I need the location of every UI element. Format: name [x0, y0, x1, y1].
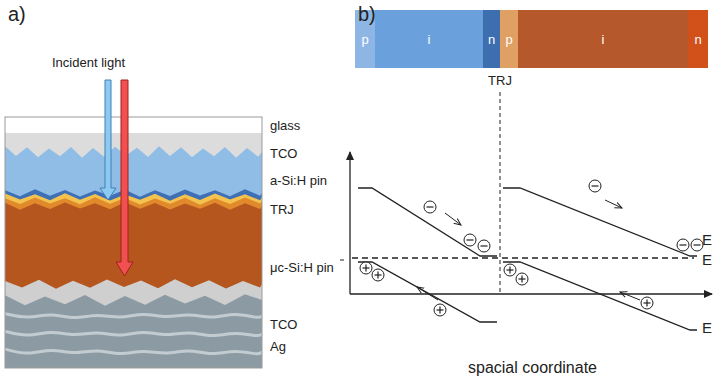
- silver-texture: [5, 314, 262, 318]
- layer-letter: p: [505, 32, 512, 47]
- cell-layer: [5, 189, 262, 368]
- layer-segment: i: [375, 10, 483, 68]
- energy-label: E: [702, 320, 712, 335]
- layer-segment: n: [483, 10, 500, 68]
- charge-carriers: [360, 180, 703, 316]
- electron-symbol: [478, 240, 490, 252]
- arrow-label: Incident light: [52, 56, 125, 69]
- hole-symbol: [372, 269, 384, 281]
- y-axis: [349, 152, 350, 294]
- light-arrow-red: [116, 80, 133, 276]
- cell-layer: [5, 117, 262, 368]
- silver-texture: [5, 349, 262, 354]
- tick: [340, 260, 344, 261]
- cell-layer: [5, 279, 262, 368]
- silver-texture: [5, 331, 262, 335]
- cell-layer: [5, 133, 262, 368]
- layer-letter: n: [488, 32, 495, 47]
- layer-name: μc-Si:H pin: [270, 261, 334, 274]
- cell-layer: [5, 294, 262, 368]
- electron-symbol: [464, 234, 476, 246]
- layer-letter: i: [428, 32, 431, 47]
- electron-symbol: [677, 239, 689, 251]
- hole-symbol: [360, 262, 372, 274]
- panel-letter: a): [8, 4, 26, 24]
- layer-name: Ag: [270, 340, 286, 353]
- layer-letter: p: [361, 32, 368, 47]
- hole-symbol: [641, 297, 653, 309]
- layer-name: a-Si:H pin: [270, 174, 327, 187]
- hole-symbol: [516, 273, 528, 285]
- layer-segment: p: [500, 10, 518, 68]
- layer-letter: i: [602, 32, 605, 47]
- layer-name: glass: [270, 119, 300, 132]
- layer-segment: i: [518, 10, 688, 68]
- panel-letter: b): [358, 4, 376, 24]
- junction-label: TRJ: [488, 74, 512, 87]
- cell-layers: [5, 117, 262, 368]
- layer-name: TRJ: [270, 203, 294, 216]
- cell-layer: [5, 202, 262, 368]
- light-arrow-blue: [100, 80, 116, 200]
- cell-outline: [5, 117, 262, 368]
- layer-letter: n: [694, 32, 701, 47]
- energy-label: E: [702, 232, 712, 247]
- cell-layer: [5, 193, 262, 368]
- layer-segment: n: [688, 10, 708, 68]
- energy-label: E: [702, 252, 712, 267]
- layer-name: TCO: [270, 318, 297, 331]
- hole-symbol: [504, 264, 516, 276]
- x-axis: [350, 293, 712, 294]
- cell-layer: [5, 146, 262, 368]
- fermi-level: [352, 257, 694, 258]
- hole-symbol: [434, 304, 446, 316]
- layer-name: TCO: [270, 147, 297, 160]
- cell-layer: [5, 197, 262, 368]
- electron-symbol: [691, 239, 703, 251]
- band-edges: [358, 188, 697, 330]
- electron-symbol: [589, 180, 601, 192]
- carrier-arrows: [417, 200, 640, 300]
- axis-label: spacial coordinate: [468, 360, 597, 376]
- trj-line: [500, 92, 501, 292]
- electron-symbol: [424, 201, 436, 213]
